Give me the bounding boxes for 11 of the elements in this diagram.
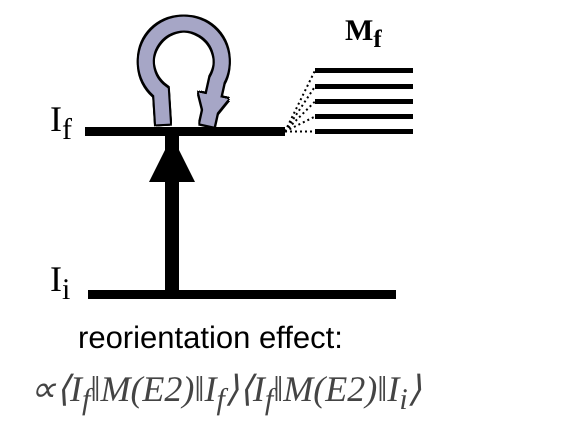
dotted-line (284, 116, 316, 132)
caption-text: reorientation effect: (78, 320, 343, 356)
level-label: I$_{f}$ (50, 98, 72, 148)
dotted-line (284, 86, 316, 132)
dotted-line (284, 100, 316, 132)
dotted-line (285, 130, 315, 132)
level-label: I$_{i}$ (50, 258, 70, 308)
formula-text: ∝⟨I$_{f}$‖M(E2)‖I$_{f}$⟩⟨I$_{f}$‖M(E2)‖I$_{i}$⟩ (30, 368, 422, 418)
excitation-arrow (149, 136, 195, 290)
loop-arrow (138, 16, 229, 127)
sublevel-label: M$_{f}$ (345, 14, 382, 54)
